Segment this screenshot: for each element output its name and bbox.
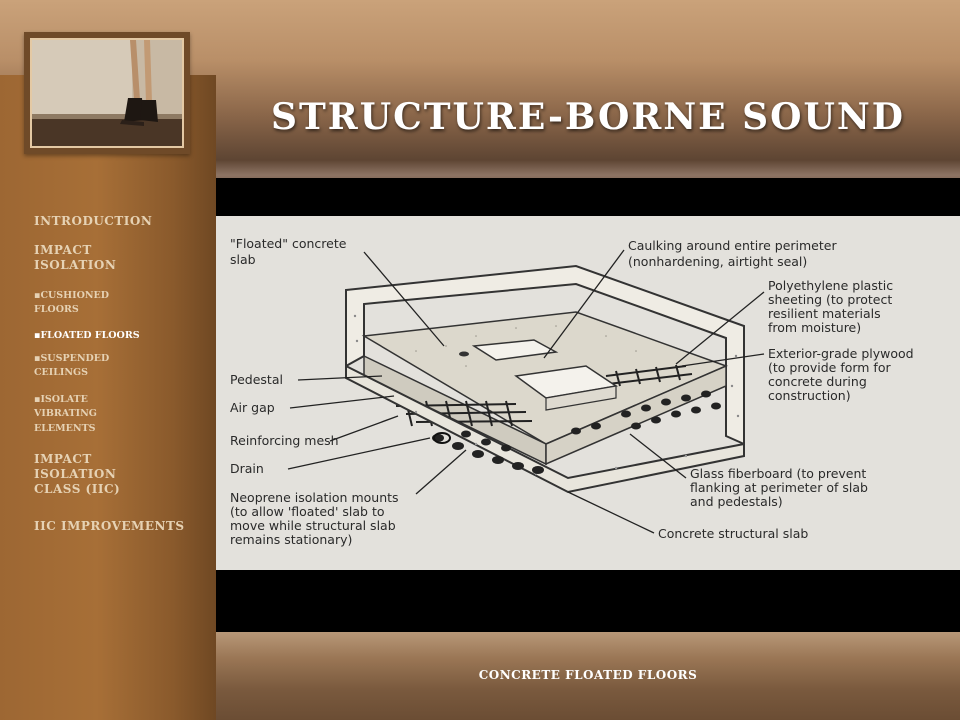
label-neoprene-2: (to allow 'floated' slab to (230, 504, 385, 519)
label-poly-1: Polyethylene plastic (768, 278, 893, 293)
label-pedestal: Pedestal (230, 372, 283, 387)
label-poly-2: sheeting (to protect (768, 292, 892, 307)
label-glass-2: flanking at perimeter of slab (690, 480, 868, 495)
footer-band (216, 632, 960, 720)
label-caulking-2: (nonhardening, airtight seal) (628, 254, 807, 269)
label-plywood-2: (to provide form for (768, 360, 891, 375)
label-neoprene-4: remains stationary) (230, 532, 352, 547)
header-photo (24, 32, 190, 154)
high-heels-photo (32, 40, 182, 146)
nav-suspended-ceilings[interactable]: ▪SUSPENDED CEILINGS (34, 353, 110, 379)
label-drain: Drain (230, 461, 264, 476)
label-neoprene-3: move while structural slab (230, 518, 396, 533)
nav-floated-floors[interactable]: ▪FLOATED FLOORS (34, 330, 140, 341)
label-plywood-1: Exterior-grade plywood (768, 346, 914, 361)
nav-impact-isolation[interactable]: IMPACT ISOLATION (34, 243, 117, 272)
label-neoprene-1: Neoprene isolation mounts (230, 490, 399, 505)
nav-introduction[interactable]: INTRODUCTION (34, 214, 153, 228)
nav-cushioned-floors[interactable]: ▪CUSHIONED FLOORS (34, 290, 110, 316)
label-poly-4: from moisture) (768, 320, 861, 335)
label-glass-1: Glass fiberboard (to prevent (690, 466, 866, 481)
label-structural-slab: Concrete structural slab (658, 526, 808, 541)
floated-floor-diagram: "Floated" concrete slab Pedestal Air gap… (216, 216, 960, 570)
label-plywood-3: concrete during (768, 374, 867, 389)
label-plywood-4: construction) (768, 388, 851, 403)
nav-iic[interactable]: IMPACT ISOLATION CLASS (IIC) (34, 452, 121, 496)
diagram-panel: "Floated" concrete slab Pedestal Air gap… (216, 178, 960, 632)
slide-caption: CONCRETE FLOATED FLOORS (478, 668, 698, 682)
nav-isolate-vibrating-elements[interactable]: ▪ISOLATE VIBRATING ELEMENTS (34, 394, 97, 434)
label-floated-slab: "Floated" concrete (230, 236, 347, 251)
label-air-gap: Air gap (230, 400, 275, 415)
label-glass-3: and pedestals) (690, 494, 783, 509)
nav-iic-improvements[interactable]: IIC IMPROVEMENTS (34, 519, 185, 533)
slide-title: STRUCTURE-BORNE SOUND (270, 96, 906, 138)
sidebar (0, 75, 216, 720)
photo-image (30, 38, 184, 148)
label-floated-slab-2: slab (230, 252, 256, 267)
label-poly-3: resilient materials (768, 306, 881, 321)
label-caulking-1: Caulking around entire perimeter (628, 238, 837, 253)
label-reinforcing-mesh: Reinforcing mesh (230, 433, 339, 448)
